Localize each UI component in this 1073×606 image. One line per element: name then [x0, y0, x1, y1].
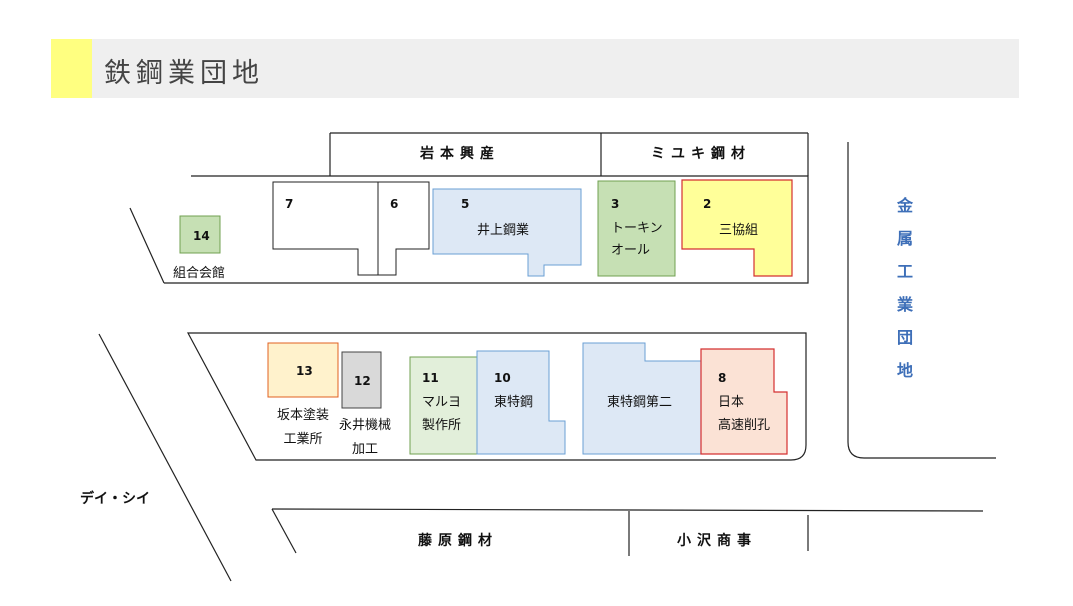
vertical-char: 地: [896, 361, 913, 380]
page-title: 鉄鋼業団地: [104, 58, 264, 89]
lot-name: 加工: [351, 442, 378, 457]
lot-13-box: [267, 342, 339, 398]
title-accent: [51, 39, 92, 98]
lot-name: 組合会館: [173, 266, 226, 281]
lot-name: 製作所: [422, 418, 462, 433]
street-label-metal-industrial-park: 金 属 工 業 団 地: [895, 192, 915, 390]
lot-11-box: [409, 356, 478, 455]
lot-number: 14: [193, 229, 210, 243]
lot-2-box: [681, 179, 793, 277]
road-line: [271, 508, 984, 512]
street-label-fujiwara: 藤原鋼材: [418, 533, 498, 549]
lot-number: 12: [354, 374, 371, 388]
vertical-char: 金: [896, 196, 913, 215]
vertical-char: 業: [896, 295, 913, 314]
lot-name: 東特鋼第二: [607, 395, 673, 410]
street-label-iwamoto: 岩本興産: [420, 146, 500, 162]
lot-name: 坂本塗装: [276, 408, 329, 423]
vertical-char: 属: [896, 229, 913, 248]
right-road-outline: [847, 142, 996, 459]
lot-number: 3: [611, 197, 620, 211]
vertical-char: 工: [896, 262, 913, 281]
lot-number: 8: [718, 371, 727, 385]
lot-14-box: [179, 215, 221, 254]
lot-name: 東特鋼: [494, 395, 534, 410]
lot-name: トーキン: [611, 221, 663, 236]
street-label-dc: デイ・シイ: [80, 491, 150, 507]
middle-block-outline: [186, 332, 807, 461]
road-line: [271, 508, 297, 554]
lot-number: 6: [390, 197, 399, 211]
vertical-char: 団: [896, 328, 913, 347]
street-label-ozawa: 小沢商事: [677, 533, 757, 549]
road-line: [98, 333, 232, 582]
lot-3-box: [597, 180, 676, 277]
lot-7-box: [272, 181, 379, 276]
lot-number: 7: [285, 197, 294, 211]
lot-number: 11: [422, 371, 439, 385]
upper-block-outline: [164, 175, 809, 284]
lot-name: 日本: [718, 395, 745, 410]
lot-name: オール: [611, 243, 651, 258]
lot-name: 井上鋼業: [477, 223, 530, 238]
lot-number: 13: [296, 364, 313, 378]
road-line: [129, 207, 165, 284]
lot-12-box: [341, 351, 382, 409]
lot-8-box: [700, 348, 788, 455]
lot-5-box: [432, 188, 582, 277]
lot-number: 2: [703, 197, 712, 211]
street-label-miyuki: ミユキ鋼材: [651, 146, 751, 162]
lot-name: 永井機械: [338, 418, 391, 433]
title-bar: 鉄鋼業団地: [51, 39, 1019, 98]
lot-name: 高速削孔: [718, 418, 771, 433]
lot-name: 三協組: [719, 223, 759, 238]
lot-name: 工業所: [283, 432, 323, 447]
lot-number: 10: [494, 371, 511, 385]
lot-6-box: [377, 181, 430, 276]
lot-number: 5: [461, 197, 470, 211]
lot-name: マルヨ: [422, 395, 462, 410]
lot-10-box: [476, 350, 566, 455]
